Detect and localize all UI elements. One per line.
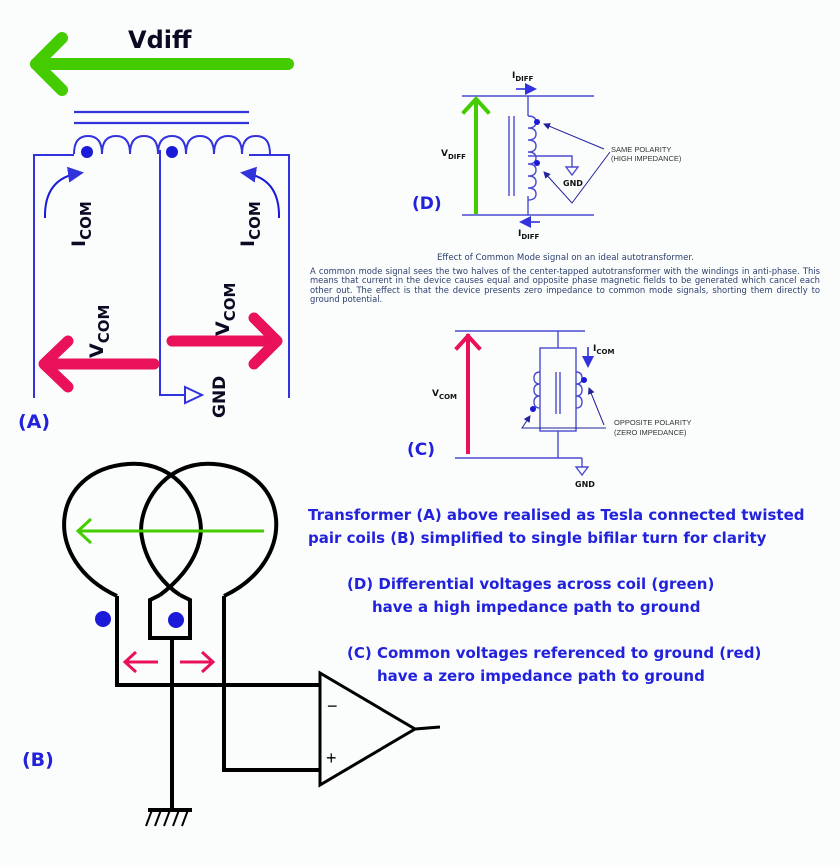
vdiff-label: VDIFF xyxy=(441,149,466,161)
gnd-label-c: GND xyxy=(575,480,595,489)
vdiff-vertical-arrow xyxy=(461,96,491,214)
transformer-core xyxy=(74,110,249,125)
vcom-right-arrow xyxy=(166,312,283,370)
opposite-polarity-label: OPPOSITE POLARITY xyxy=(614,418,692,427)
vdiff-arrow-b xyxy=(75,517,264,545)
idiff-bottom-label: IDIFF xyxy=(518,229,540,241)
polarity-dot-d2 xyxy=(534,160,540,166)
note-differential-line2: have a high impedance path to ground xyxy=(372,598,701,616)
vdiff-title: Vdiff xyxy=(128,26,192,54)
coil-c-left xyxy=(533,371,541,409)
vcom-c-label: VCOM xyxy=(432,389,457,401)
note-differential-line1: (D) Differential voltages across coil (g… xyxy=(347,575,715,593)
icom-c-label: ICOM xyxy=(593,344,614,356)
note-common: (C) Common voltages referenced to ground… xyxy=(347,642,761,688)
opamp-triangle xyxy=(318,670,418,788)
description-caption: Effect of Common Mode signal on an ideal… xyxy=(437,253,694,263)
polarity-dot-d1 xyxy=(534,119,540,125)
panel-a: Vdiff ICOM ICOM VCOM VCOM GND xyxy=(18,26,294,433)
polarity-dot-left xyxy=(81,146,93,158)
panel-c: VCOM ICOM GND OPPOSITE POLARITY (ZERO IM… xyxy=(407,330,692,489)
panel-a-label: (A) xyxy=(18,411,50,433)
note-transformer-line1: Transformer (A) above realised as Tesla … xyxy=(308,506,805,524)
vcom-right-label: VCOM xyxy=(212,283,239,336)
vcom-left-label: VCOM xyxy=(86,305,113,358)
panel-b xyxy=(62,461,441,827)
polarity-dot-b2 xyxy=(168,612,184,628)
vdiff-arrow xyxy=(30,32,294,96)
bifilar-loop-left xyxy=(62,461,203,598)
gnd-label-a: GND xyxy=(210,376,230,418)
icom-right-arrow xyxy=(240,166,281,219)
polarity-dot-c2 xyxy=(581,377,587,383)
idiff-top-label: IDIFF xyxy=(512,71,534,83)
icom-left-label: ICOM xyxy=(68,201,95,247)
note-common-line1: (C) Common voltages referenced to ground… xyxy=(347,644,762,662)
panel-d-label: (D) xyxy=(412,194,442,214)
polarity-dot-center xyxy=(166,146,178,158)
panel-d: IDIFF IDIFF VDIFF GND SAME POLARITY (HIG… xyxy=(412,71,682,241)
panel-b-label: (B) xyxy=(22,749,54,771)
same-polarity-label: SAME POLARITY xyxy=(611,145,671,154)
note-transformer-line2: pair coils (B) simplified to single bifi… xyxy=(308,529,767,547)
vcom-left-arrow xyxy=(38,335,160,393)
transformer-coil xyxy=(73,134,271,155)
zero-impedance-label: (ZERO IMPEDANCE) xyxy=(614,428,687,437)
polarity-dot-b1 xyxy=(95,611,111,627)
coil-c-right xyxy=(575,371,583,409)
note-differential: (D) Differential voltages across coil (g… xyxy=(347,573,714,619)
opamp-minus-sign: − xyxy=(327,696,338,716)
polarity-dot-c1 xyxy=(530,406,536,412)
icom-left-arrow xyxy=(43,166,84,219)
panel-a-wires xyxy=(33,150,290,405)
note-transformer: Transformer (A) above realised as Tesla … xyxy=(308,504,804,550)
description-paragraph: A common mode signal sees the two halves… xyxy=(310,266,820,304)
note-common-line2: have a zero impedance path to ground xyxy=(377,667,705,685)
bifilar-loop-right xyxy=(139,461,279,598)
autotransformer-coil xyxy=(527,115,537,201)
opamp-plus-sign: + xyxy=(326,748,337,768)
gnd-label-d: GND xyxy=(563,179,583,188)
icom-right-label: ICOM xyxy=(237,201,264,247)
vcom-vertical-arrow xyxy=(454,333,482,454)
panel-c-label: (C) xyxy=(407,440,435,460)
high-impedance-label: (HIGH IMPEDANCE) xyxy=(611,154,682,163)
vcom-arrows-b xyxy=(122,650,216,674)
